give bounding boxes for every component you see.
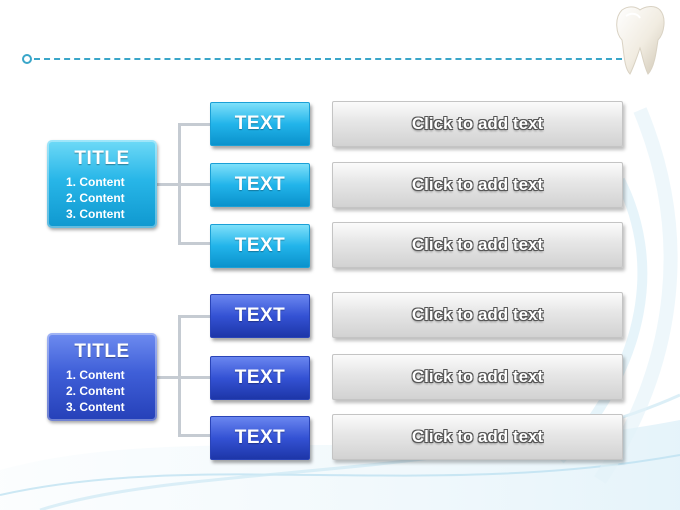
rule-line <box>34 58 622 60</box>
tooth-icon <box>616 6 665 75</box>
connector-branch <box>178 123 210 126</box>
text-box[interactable]: TEXT <box>210 163 310 207</box>
content-item: 1. Content <box>66 368 125 382</box>
connector-branch <box>178 376 210 379</box>
connector-stem <box>157 376 179 379</box>
title-heading: TITLE <box>74 148 130 169</box>
text-placeholder[interactable]: Click to add text <box>332 414 623 460</box>
text-placeholder[interactable]: Click to add text <box>332 354 623 400</box>
text-placeholder[interactable]: Click to add text <box>332 222 623 268</box>
connector-stem <box>157 183 179 186</box>
connector-branch <box>178 434 210 437</box>
connector-branch <box>178 183 210 186</box>
text-box[interactable]: TEXT <box>210 416 310 460</box>
title-heading: TITLE <box>74 341 130 362</box>
rule-end-dot <box>22 54 32 64</box>
connector-branch <box>178 242 210 245</box>
title-box-1[interactable]: TITLE 1. Content 2. Content 3. Content <box>47 140 157 228</box>
content-item: 3. Content <box>66 207 125 221</box>
title-box-2[interactable]: TITLE 1. Content 2. Content 3. Content <box>47 333 157 421</box>
content-list: 1. Content 2. Content 3. Content <box>66 367 157 415</box>
content-item: 2. Content <box>66 384 125 398</box>
connector-branch <box>178 315 210 318</box>
text-placeholder[interactable]: Click to add text <box>332 101 623 147</box>
text-box[interactable]: TEXT <box>210 224 310 268</box>
content-item: 2. Content <box>66 191 125 205</box>
header-dashed-rule <box>22 52 622 66</box>
text-placeholder[interactable]: Click to add text <box>332 292 623 338</box>
content-item: 3. Content <box>66 400 125 414</box>
text-box[interactable]: TEXT <box>210 294 310 338</box>
text-box[interactable]: TEXT <box>210 102 310 146</box>
content-item: 1. Content <box>66 175 125 189</box>
content-list: 1. Content 2. Content 3. Content <box>66 174 157 222</box>
text-placeholder[interactable]: Click to add text <box>332 162 623 208</box>
text-box[interactable]: TEXT <box>210 356 310 400</box>
